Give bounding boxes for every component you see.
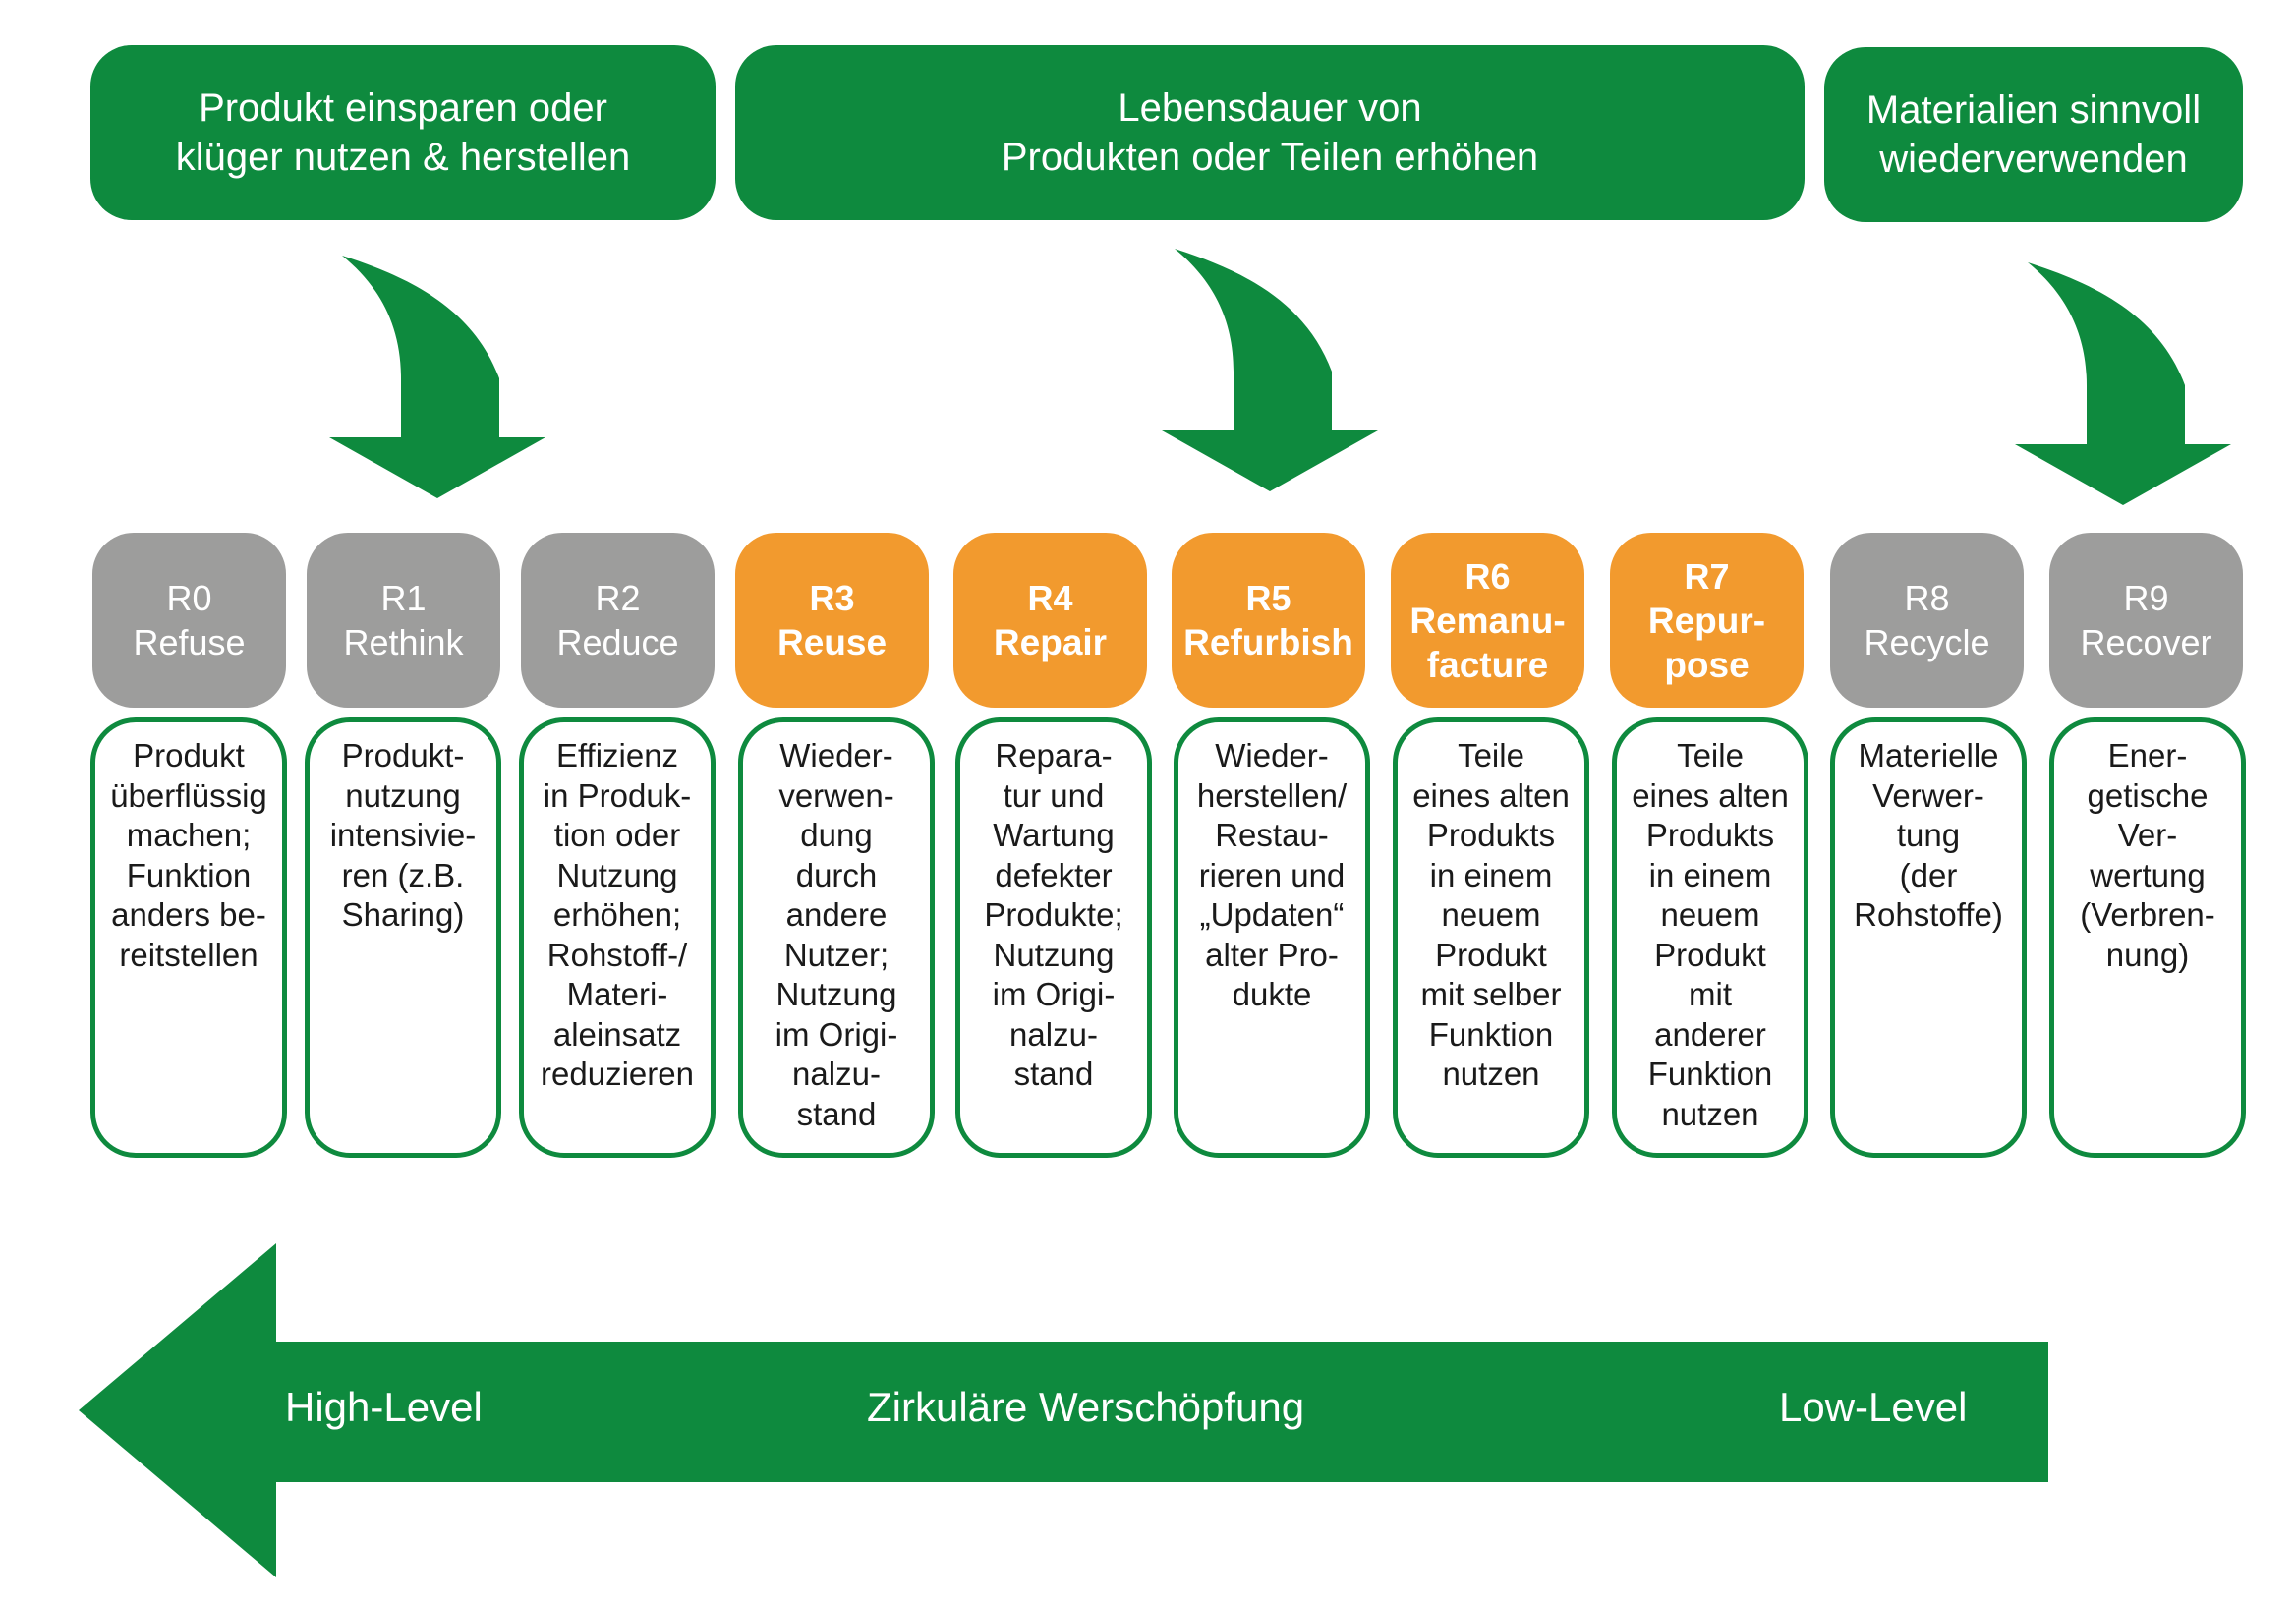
strategy-name: Refurbish [1183, 622, 1353, 662]
strategy-name: Refuse [133, 622, 246, 662]
strategy-code: R7 [1684, 555, 1730, 597]
strategy-r0-description: Produkt überflüssig machen; Funktion and… [90, 717, 287, 1158]
strategy-r9-header: R9 Recover [2049, 533, 2243, 708]
strategy-r8-header: R8 Recycle [1830, 533, 2024, 708]
strategy-r3-description: Wieder- verwen- dung durch andere Nutzer… [738, 717, 935, 1158]
strategy-name: Recover [2080, 622, 2212, 662]
group-reuse-materials: Materialien sinnvoll wiederverwenden [1824, 47, 2243, 222]
strategy-r1-header: R1 Rethink [307, 533, 500, 708]
strategy-name: Repair [993, 622, 1108, 662]
curved-down-arrow-icon [329, 256, 545, 498]
strategy-name: Reuse [776, 622, 888, 662]
strategy-r7-description: Teile eines alten Produkts in einem neue… [1612, 717, 1808, 1158]
strategy-code: R8 [1904, 578, 1950, 618]
strategy-r6-description: Teile eines alten Produkts in einem neue… [1393, 717, 1589, 1158]
strategy-name: Rethink [343, 622, 464, 662]
strategy-r7-header: R7 Repur- pose [1610, 533, 1804, 708]
strategy-code: R0 [166, 578, 212, 618]
strategy-code: R5 [1245, 578, 1292, 618]
high-level-label: High-Level [285, 1384, 483, 1430]
strategy-name: Reduce [556, 622, 679, 662]
strategy-r0-header: R0 Refuse [92, 533, 286, 708]
circular-value-label: Zirkuläre Werschöpfung [867, 1384, 1305, 1430]
strategy-code: R3 [809, 578, 855, 618]
group-extend-lifespan: Lebensdauer von Produkten oder Teilen er… [735, 45, 1805, 220]
strategy-r4-header: R4 Repair [953, 533, 1147, 708]
strategy-r5-description: Wieder- herstellen/ Restau- rieren und „… [1174, 717, 1370, 1158]
strategy-code: R9 [2123, 578, 2169, 618]
left-arrow-icon [79, 1243, 2048, 1577]
strategy-name: Remanu- facture [1409, 600, 1566, 685]
strategy-code: R6 [1464, 555, 1511, 597]
strategy-name: Recycle [1864, 622, 1990, 662]
strategy-r2-header: R2 Reduce [521, 533, 715, 708]
strategy-code: R4 [1027, 578, 1073, 618]
strategy-name: Repur- pose [1647, 600, 1766, 685]
group-reduce-consumption: Produkt einsparen oder klüger nutzen & h… [90, 45, 716, 220]
strategy-r1-description: Produkt- nutzung intensivie- ren (z.B. S… [305, 717, 501, 1158]
strategy-r5-header: R5 Refurbish [1172, 533, 1365, 708]
curved-down-arrow-icon [1162, 249, 1378, 491]
strategy-r4-description: Repara- tur und Wartung defekter Produkt… [955, 717, 1152, 1158]
strategy-r8-description: Materielle Verwer- tung (der Rohstoffe) [1830, 717, 2027, 1158]
strategy-code: R1 [380, 578, 427, 618]
strategy-r3-header: R3 Reuse [735, 533, 929, 708]
low-level-label: Low-Level [1779, 1384, 1968, 1430]
curved-down-arrow-icon [2015, 262, 2231, 505]
strategy-r9-description: Ener- getische Ver- wertung (Verbren- nu… [2049, 717, 2246, 1158]
strategy-r2-description: Effizienz in Produk- tion oder Nutzung e… [519, 717, 716, 1158]
strategy-r6-header: R6 Remanu- facture [1391, 533, 1584, 708]
strategy-code: R2 [595, 578, 641, 618]
